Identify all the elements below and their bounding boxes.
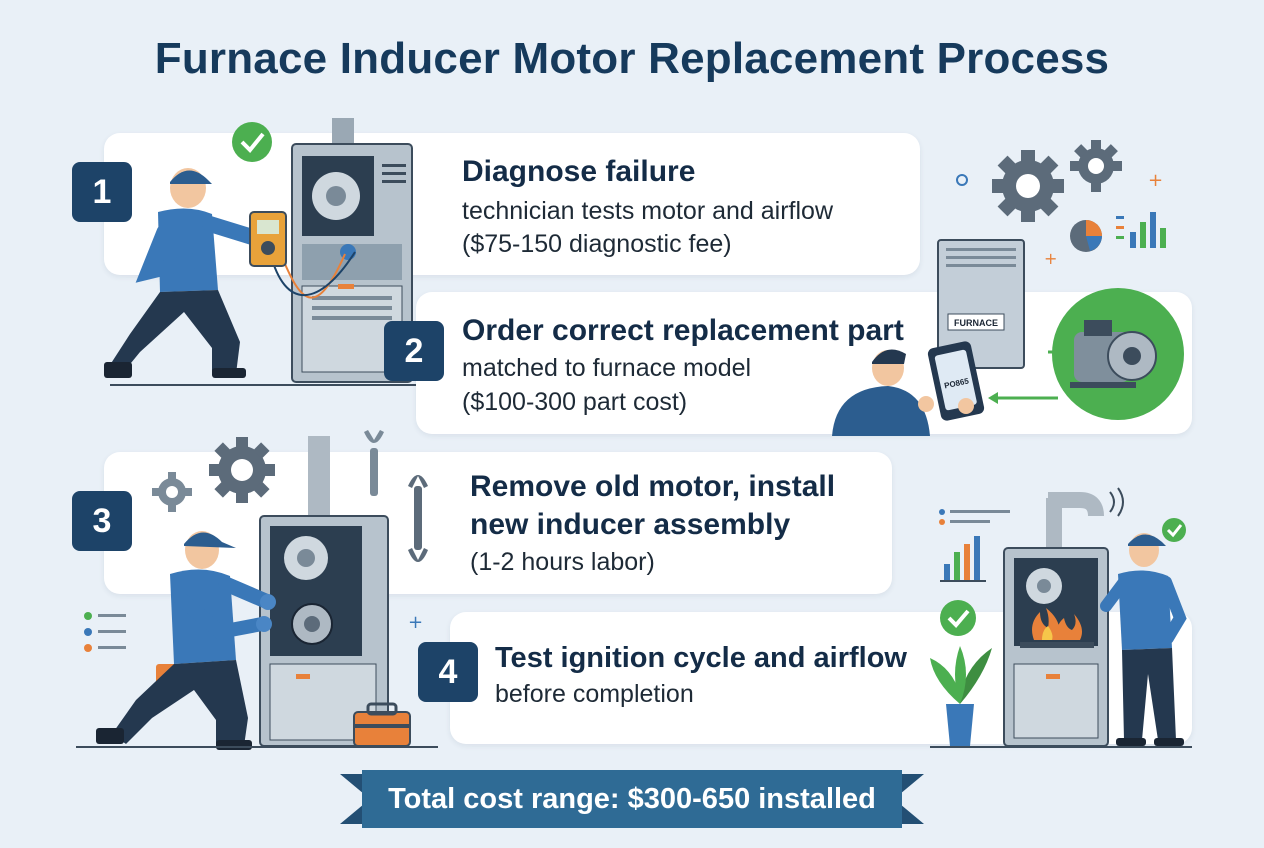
total-cost-text: Total cost range: $300-650 installed bbox=[388, 782, 876, 815]
svg-text:+: + bbox=[1148, 170, 1163, 191]
svg-text:+: + bbox=[408, 612, 423, 633]
step-1-illustration bbox=[104, 118, 430, 386]
checkmark-badge-icon bbox=[232, 122, 272, 162]
step-1-line-2: ($75-150 diagnostic fee) bbox=[462, 230, 732, 258]
step-4-line-1: before completion bbox=[495, 680, 694, 708]
gear-icon bbox=[992, 150, 1064, 222]
step-2-line-2: ($100-300 part cost) bbox=[462, 388, 688, 416]
step-2-number: 2 bbox=[384, 321, 444, 381]
page-title: Furnace Inducer Motor Replacement Proces… bbox=[154, 34, 1110, 83]
step-4-illustration bbox=[930, 487, 1192, 748]
furnace-label: FURNACE bbox=[954, 318, 998, 328]
step-3-illustration: + bbox=[76, 430, 438, 750]
step-1-line-1: technician tests motor and airflow bbox=[462, 197, 834, 225]
step-2-line-1: matched to furnace model bbox=[462, 354, 752, 382]
bar-chart-icon bbox=[1116, 212, 1166, 248]
gear-icon bbox=[152, 472, 192, 512]
checkmark-badge-icon bbox=[940, 600, 976, 636]
gears-charts-decoration: + + bbox=[956, 140, 1166, 268]
step-1-number: 1 bbox=[72, 162, 132, 222]
step-2-title: Order correct replacement part bbox=[462, 314, 904, 347]
motor-icon bbox=[1052, 288, 1184, 420]
plant-icon bbox=[930, 646, 992, 746]
step-3-line-1: (1-2 hours labor) bbox=[470, 548, 655, 576]
step-1-title: Diagnose failure bbox=[462, 155, 696, 188]
bar-chart-icon bbox=[939, 509, 1010, 582]
wrench-icon bbox=[408, 475, 428, 562]
step-4-number: 4 bbox=[418, 642, 478, 702]
step-4-title: Test ignition cycle and airflow bbox=[495, 642, 907, 674]
gear-icon bbox=[209, 437, 275, 503]
checkmark-badge-icon bbox=[1162, 518, 1186, 542]
svg-text:+: + bbox=[1044, 249, 1057, 268]
step-2-illustration: FURNACE PO865 bbox=[832, 239, 1184, 436]
step-3-title-line-2: new inducer assembly bbox=[470, 508, 791, 541]
pie-chart-icon bbox=[1070, 220, 1102, 252]
wrench-icon bbox=[364, 430, 384, 496]
gear-icon bbox=[1070, 140, 1122, 192]
total-cost-banner: Total cost range: $300-650 installed bbox=[340, 770, 924, 828]
flame-icon bbox=[1032, 608, 1082, 640]
step-3-title-line-1: Remove old motor, install bbox=[470, 470, 836, 503]
step-3-number: 3 bbox=[72, 491, 132, 551]
